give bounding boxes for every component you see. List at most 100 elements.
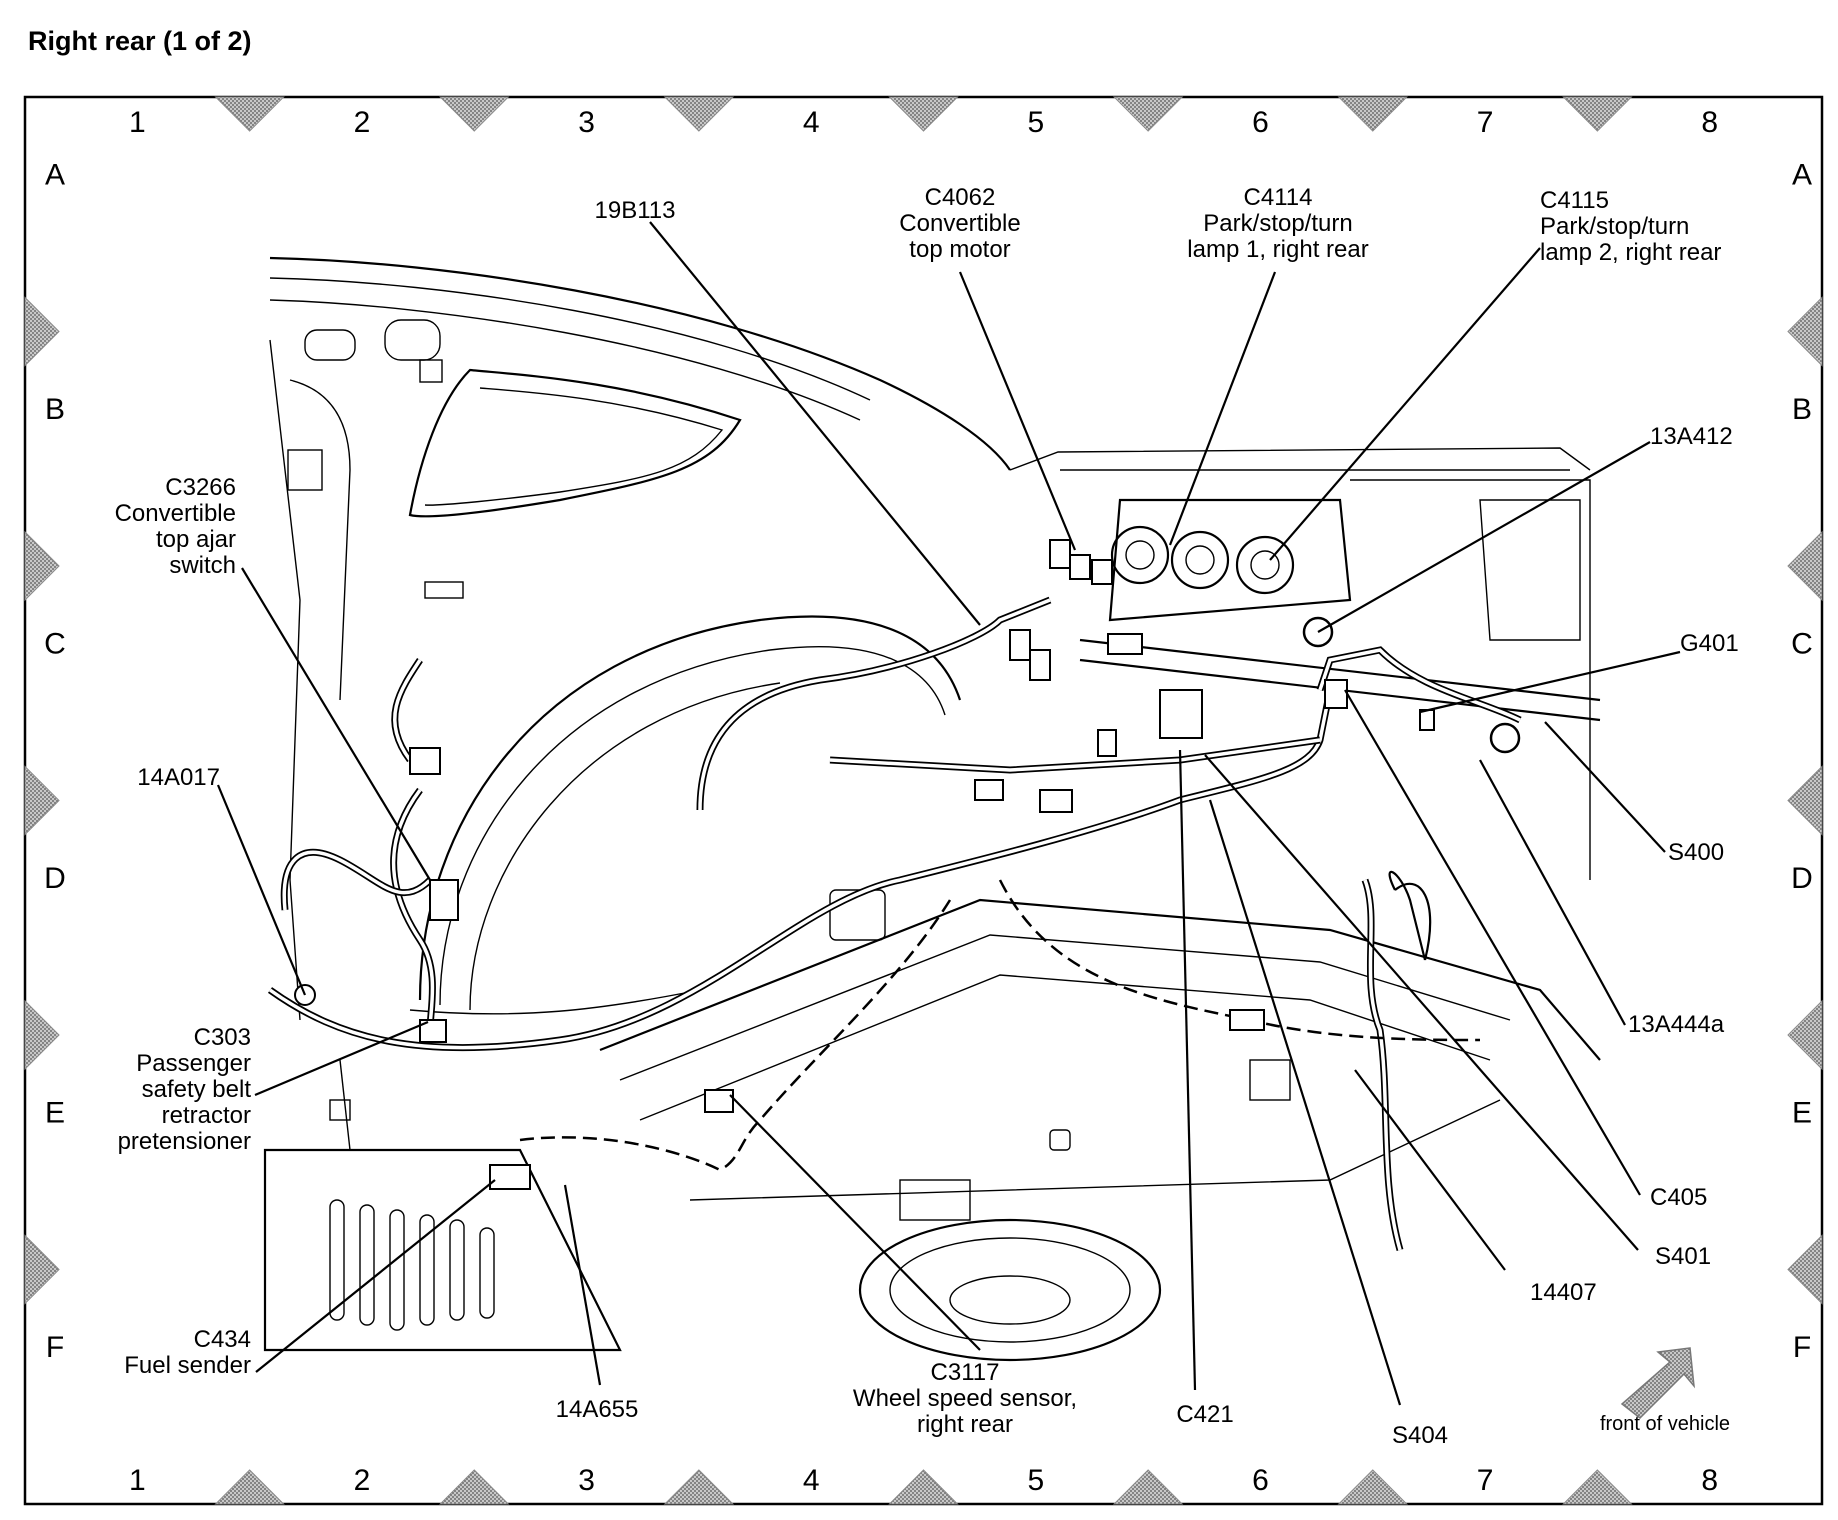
callout-line: Park/stop/turn bbox=[1203, 210, 1352, 237]
callout-line: top motor bbox=[909, 236, 1010, 263]
callout-C405: C405 bbox=[1650, 1184, 1707, 1211]
grid-boundary-marker bbox=[214, 1469, 285, 1505]
grid-row-label-right: B bbox=[1792, 393, 1812, 426]
grid-column-label-top: 5 bbox=[1027, 106, 1044, 139]
callout-line: C4114 bbox=[1244, 184, 1313, 211]
callout-line: Convertible bbox=[899, 210, 1020, 237]
grid-column-label-bottom: 2 bbox=[354, 1464, 371, 1497]
callout-line: lamp 1, right rear bbox=[1187, 236, 1368, 263]
grid-column-label-bottom: 7 bbox=[1477, 1464, 1494, 1497]
grid-column-label-top: 7 bbox=[1477, 106, 1494, 139]
grid-boundary-marker bbox=[1787, 1234, 1823, 1305]
grid-row-label-right: E bbox=[1792, 1096, 1812, 1129]
callout-line: S400 bbox=[1668, 839, 1724, 866]
grid-boundary-marker bbox=[24, 999, 60, 1071]
callout-S404: S404 bbox=[1392, 1422, 1448, 1449]
grid-column-label-top: 2 bbox=[354, 106, 371, 139]
callout-line: C421 bbox=[1176, 1401, 1233, 1428]
callout-S401: S401 bbox=[1655, 1243, 1711, 1270]
grid-column-label-bottom: 4 bbox=[803, 1464, 820, 1497]
grid-row-label-left: F bbox=[46, 1331, 64, 1364]
callout-line: retractor bbox=[162, 1102, 251, 1129]
callout-line: C4115 bbox=[1540, 187, 1609, 214]
callout-14A017: 14A017 bbox=[137, 764, 220, 791]
callout-line: 14A655 bbox=[556, 1396, 639, 1423]
grid-row-label-right: F bbox=[1793, 1331, 1811, 1364]
grid-boundary-marker bbox=[439, 1469, 510, 1505]
grid-row-label-left: B bbox=[45, 393, 65, 426]
callout-13A412: 13A412 bbox=[1650, 423, 1733, 450]
grid-boundary-marker bbox=[1562, 1469, 1633, 1505]
callout-C421: C421 bbox=[1176, 1401, 1233, 1428]
callout-line: pretensioner bbox=[118, 1128, 251, 1155]
callout-line: C4062 bbox=[925, 184, 996, 211]
grid-boundary-marker bbox=[24, 765, 60, 836]
arrow-down-left-icon bbox=[1620, 1347, 1696, 1419]
grid-column-label-top: 1 bbox=[129, 106, 146, 139]
callout-line: Fuel sender bbox=[124, 1352, 251, 1379]
grid-column-label-top: 4 bbox=[803, 106, 820, 139]
callout-line: Park/stop/turn bbox=[1540, 213, 1689, 240]
page-title: Right rear (1 of 2) bbox=[28, 26, 252, 56]
grid-row-label-left: C bbox=[44, 627, 66, 660]
leader-lines bbox=[216, 221, 1681, 1406]
panel-slots bbox=[329, 1199, 495, 1331]
grid-boundary-marker bbox=[1337, 96, 1408, 132]
callout-line: C434 bbox=[194, 1326, 251, 1353]
grid-boundary-marker bbox=[663, 96, 735, 132]
grid-row-label-left: A bbox=[45, 158, 65, 191]
callout-line: S404 bbox=[1392, 1422, 1448, 1449]
grid-column-label-bottom: 5 bbox=[1027, 1464, 1044, 1497]
callout-line: C303 bbox=[194, 1024, 251, 1051]
grid-boundary-marker bbox=[1112, 1469, 1184, 1505]
wiring-harness bbox=[267, 539, 1522, 1251]
callout-line: S401 bbox=[1655, 1243, 1711, 1270]
callout-G401: G401 bbox=[1680, 630, 1739, 657]
callout-line: C3266 bbox=[165, 474, 236, 501]
callout-14407: 14407 bbox=[1530, 1279, 1597, 1306]
grid-column-label-top: 8 bbox=[1701, 106, 1718, 139]
grid-row-label-left: D bbox=[44, 862, 66, 895]
grid-row-label-right: C bbox=[1791, 627, 1813, 660]
grid-boundary-marker bbox=[214, 96, 285, 132]
grid-boundary-marker bbox=[24, 296, 60, 367]
callout-line: Wheel speed sensor, bbox=[853, 1385, 1077, 1412]
front-of-vehicle-indicator: front of vehicle bbox=[1600, 1347, 1730, 1435]
callout-line: G401 bbox=[1680, 630, 1739, 657]
grid-boundary-marker bbox=[24, 530, 60, 602]
frame-markers bbox=[24, 96, 1823, 1505]
callout-line: C405 bbox=[1650, 1184, 1707, 1211]
grid-column-label-top: 3 bbox=[578, 106, 595, 139]
callout-13A444a: 13A444a bbox=[1628, 1011, 1725, 1038]
callout-line: C3117 bbox=[931, 1359, 1000, 1386]
callout-line: top ajar bbox=[156, 526, 236, 553]
connector-shape bbox=[1069, 554, 1091, 580]
callout-line: 14A017 bbox=[137, 764, 220, 791]
callout-line: right rear bbox=[917, 1411, 1013, 1438]
grid-row-label-right: A bbox=[1792, 158, 1812, 191]
vehicle-body-drawing bbox=[263, 256, 1601, 1362]
callout-19B113: 19B113 bbox=[595, 197, 676, 224]
grid-boundary-marker bbox=[439, 96, 510, 132]
grid-boundary-marker bbox=[888, 1469, 959, 1505]
callout-line: 13A444a bbox=[1628, 1011, 1725, 1038]
grid-boundary-marker bbox=[24, 1234, 60, 1305]
grid-boundary-marker bbox=[888, 96, 959, 132]
grid-boundary-marker bbox=[1787, 999, 1823, 1071]
grid-row-label-right: D bbox=[1791, 862, 1813, 895]
grid-boundary-marker bbox=[1787, 530, 1823, 602]
grid-column-label-bottom: 1 bbox=[129, 1464, 146, 1497]
callout-line: Passenger bbox=[136, 1050, 251, 1077]
callout-line: lamp 2, right rear bbox=[1540, 239, 1721, 266]
callout-line: 19B113 bbox=[595, 197, 676, 224]
grid-column-label-top: 6 bbox=[1252, 106, 1269, 139]
callout-line: switch bbox=[169, 552, 236, 579]
